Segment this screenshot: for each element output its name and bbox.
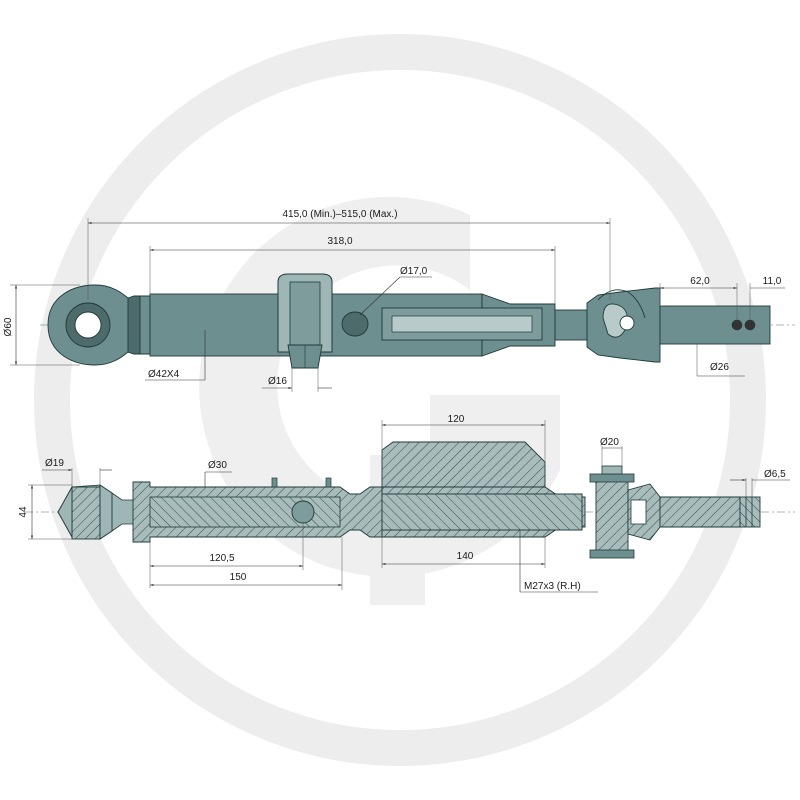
dim-ball-bore: Ø19: [45, 458, 64, 469]
dim-thread: Ø42X4: [148, 369, 180, 380]
dim-end-hole: Ø6,5: [764, 469, 786, 480]
logo-watermark: [34, 34, 766, 766]
dim-clevis-pin: Ø20: [600, 437, 619, 448]
dim-inner-length: 120,5: [209, 553, 234, 564]
dim-body-length: 150: [230, 572, 247, 583]
dim-pin-offset: 62,0: [690, 276, 710, 287]
dim-rod-length: 140: [457, 551, 474, 562]
top-view: 415,0 (Min.)–515,0 (Max.) 318,0 Ø17,0 62…: [3, 209, 795, 392]
clevis-section: [589, 465, 661, 559]
dim-hole: Ø17,0: [400, 266, 428, 277]
section-view: Ø19 Ø30 120 Ø20 Ø6,5 44 120,5: [18, 414, 795, 593]
section-dimensions: Ø19 Ø30 120 Ø20 Ø6,5 44 120,5: [18, 414, 790, 593]
top-dimensions: 415,0 (Min.)–515,0 (Max.) 318,0 Ø17,0 62…: [3, 209, 785, 392]
dim-tube-length: 318,0: [327, 236, 352, 247]
dim-thread-spec: M27x3 (R.H): [524, 581, 581, 592]
threaded-rod-top: [554, 287, 771, 363]
dim-pin-end: 11,0: [763, 276, 782, 287]
adjusting-nut-section: [381, 441, 586, 538]
ball-joint-section: [57, 484, 139, 540]
dim-total-length: 415,0 (Min.)–515,0 (Max.): [282, 209, 397, 220]
ball-joint-top: [47, 284, 151, 366]
dim-nut-length: 120: [448, 414, 465, 425]
dim-ball-dia: Ø60: [3, 317, 14, 336]
dim-tube-dia: Ø30: [208, 460, 227, 471]
spring-clip-top: [277, 273, 333, 369]
dim-pin: Ø16: [268, 376, 287, 387]
end-rod-section: [659, 496, 761, 528]
dim-rod: Ø26: [710, 362, 729, 373]
body-section: [132, 477, 383, 543]
main-tube-top: [149, 293, 556, 357]
dim-ball-width: 44: [18, 506, 29, 518]
